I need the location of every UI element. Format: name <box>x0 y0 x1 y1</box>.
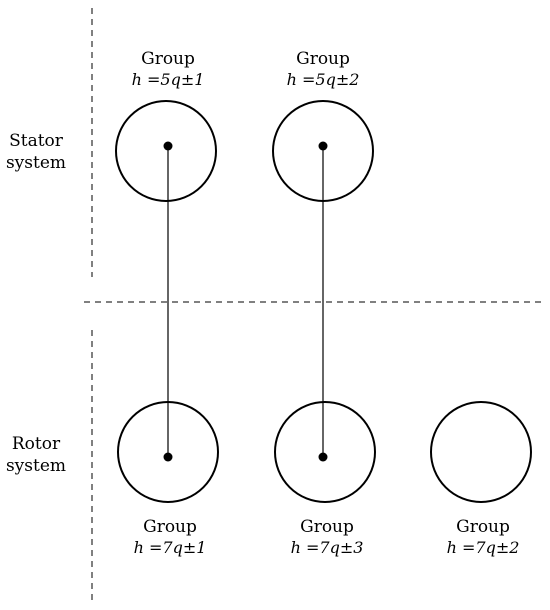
rotor-group-3-circle <box>430 401 532 503</box>
rotor-group-1-circle <box>117 401 219 503</box>
stator-group-1-dot <box>163 141 173 151</box>
rotor-group-2-formula: h =7q±3 <box>291 538 364 557</box>
rotor-label-line1: Rotor <box>12 434 61 454</box>
stator-group-2-dot <box>318 141 328 151</box>
stator-group-2-circle <box>272 100 374 202</box>
stator-group-1-circle <box>115 100 217 202</box>
stator-group-1-title: Group <box>141 49 195 69</box>
rotor-label-line2: system <box>6 456 66 476</box>
rotor-group-1-dot <box>163 452 173 462</box>
rotor-group-2-dot <box>318 452 328 462</box>
stator-group-2-title: Group <box>296 49 350 69</box>
rotor-group-1-title: Group <box>143 517 197 537</box>
stator-label-line2: system <box>6 153 66 173</box>
rotor-group-2-circle <box>274 401 376 503</box>
stator-group-2-formula: h =5q±2 <box>287 70 360 89</box>
rotor-group-2-title: Group <box>300 517 354 537</box>
stator-group-1-formula: h =5q±1 <box>132 70 205 89</box>
stator-label-line1: Stator <box>9 131 64 151</box>
rotor-group-3-formula: h =7q±2 <box>447 538 520 557</box>
rotor-group-1-formula: h =7q±1 <box>134 538 207 557</box>
rotor-group-3-title: Group <box>456 517 510 537</box>
